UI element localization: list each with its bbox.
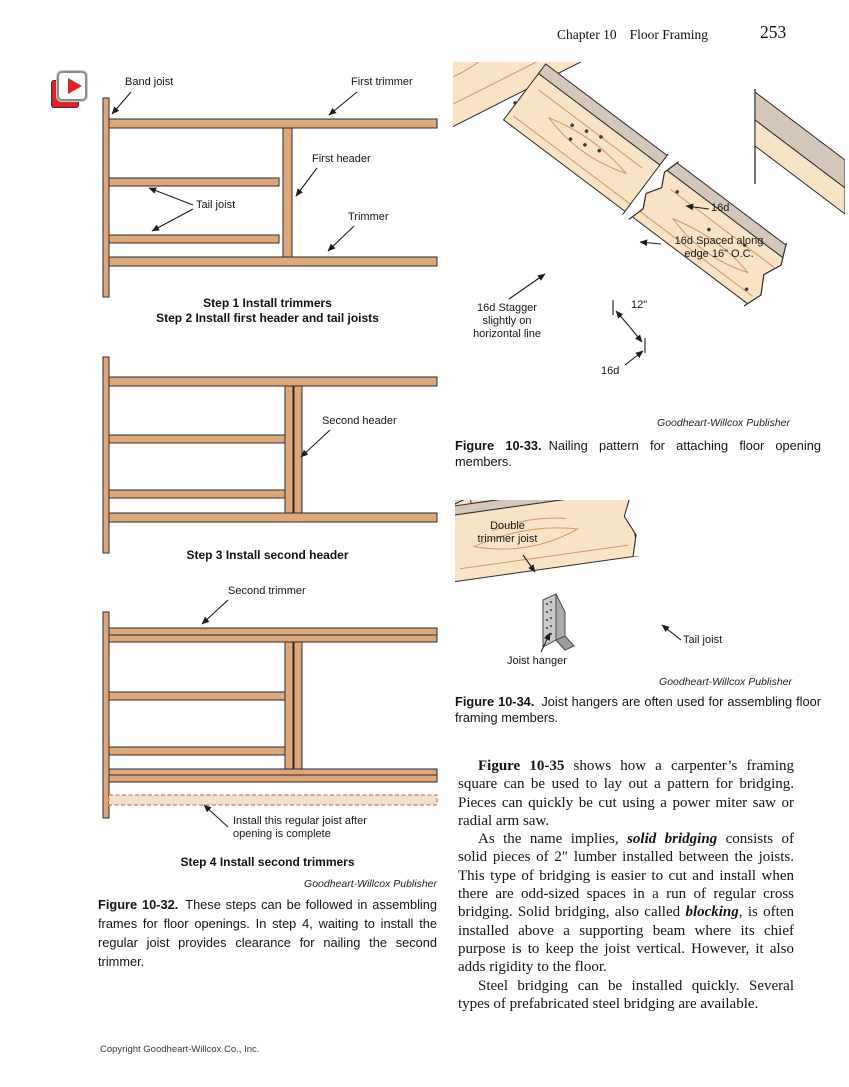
- tail-joist-board: [455, 500, 642, 583]
- body-text-column: Figure 10-35 shows how a carpenter’s fra…: [458, 757, 794, 1013]
- step-1-caption: Step 1 Install trimmers: [203, 296, 332, 310]
- paragraph-steel-bridging: Steel bridging can be installed quickly.…: [458, 977, 794, 1012]
- figure-10-33-label: Figure 10-33.: [455, 438, 542, 453]
- step-2-caption: Step 2 Install first header and tail joi…: [156, 311, 379, 325]
- band-joist-2: [102, 356, 110, 554]
- paragraph-2-pre: As the name implies,: [478, 831, 628, 848]
- figure-10-34-caption-text: Joist hangers are often used for assembl…: [455, 694, 821, 725]
- band-joist-3: [102, 611, 110, 819]
- first-header-2: [284, 385, 294, 515]
- label-band-joist: Band joist: [125, 76, 174, 88]
- label-16d-spaced: 16d Spaced along edge 16" O.C.: [674, 235, 764, 260]
- label-12-inch-dimension: 12": [631, 299, 648, 311]
- play-media-icon[interactable]: [51, 71, 89, 109]
- top-trimmer-2: [108, 376, 438, 387]
- paragraph-1-text: shows how a carpenter’s framing square c…: [458, 758, 794, 829]
- label-trimmer: Trimmer: [348, 211, 389, 223]
- step-3-caption: Step 3 Install second header: [186, 548, 349, 562]
- label-second-header: Second header: [322, 415, 397, 427]
- tail-joist-1: [108, 177, 280, 187]
- tail-joist-3: [108, 434, 286, 444]
- chapter-number: Chapter 10: [557, 27, 617, 42]
- figure-10-34-label: Figure 10-34.: [455, 694, 535, 709]
- figure-10-32-credit: Goodheart-Willcox Publisher: [304, 878, 437, 890]
- first-header: [282, 127, 293, 258]
- second-trimmer-top-a: [108, 627, 438, 636]
- band-joist: [102, 97, 110, 298]
- label-regular-joist-note: Install this regular joist after opening…: [233, 815, 367, 840]
- tail-joist-5: [108, 691, 286, 701]
- label-first-header: First header: [312, 153, 371, 165]
- running-head: Chapter 10 Floor Framing: [557, 27, 708, 43]
- label-16d-stagger: 16d Stagger slightly on horizontal line: [473, 302, 541, 340]
- figure-10-34-art: [455, 500, 682, 653]
- figure-10-35-reference: Figure 10-35: [478, 758, 565, 774]
- label-first-trimmer: First trimmer: [351, 76, 413, 88]
- figure-10-34-credit: Goodheart-Willcox Publisher: [659, 676, 792, 688]
- chapter-title: Floor Framing: [629, 27, 709, 42]
- figure-10-33-art: [453, 62, 845, 366]
- play-triangle-icon: [68, 78, 82, 94]
- copyright-notice: Copyright Goodheart-Willcox Co., Inc.: [100, 1044, 260, 1055]
- bottom-trimmer-2: [108, 512, 438, 523]
- first-trimmer: [108, 118, 438, 129]
- second-header: [293, 385, 303, 515]
- label-tail-joist: Tail joist: [196, 199, 236, 211]
- term-blocking: blocking: [685, 904, 739, 921]
- tail-joist-6: [108, 746, 286, 756]
- paragraph-solid-bridging: As the name implies, solid bridging cons…: [458, 830, 794, 976]
- trimmer: [108, 256, 438, 267]
- second-trimmer-bottom-a: [108, 768, 438, 776]
- figure-10-32-caption: Figure 10-32.These steps can be followed…: [98, 895, 437, 971]
- label-joist-hanger: Joist hanger: [507, 655, 567, 667]
- step-4-caption: Step 4 Install second trimmers: [180, 855, 355, 869]
- tail-joist-4: [108, 489, 286, 499]
- figure-10-33-caption: Figure 10-33.Nailing pattern for attachi…: [455, 438, 821, 469]
- label-16d-bottom: 16d: [601, 365, 620, 377]
- second-trimmer-top-b: [108, 634, 438, 643]
- joist-hanger: [542, 593, 575, 652]
- paragraph-2-mid: consists of solid pieces of 2″ lumber in…: [458, 831, 795, 921]
- label-double-trimmer-joist: Double trimmer joist: [477, 520, 538, 545]
- figure-10-33-credit: Goodheart-Willcox Publisher: [657, 417, 790, 429]
- header-pair-a: [284, 641, 294, 770]
- label-tail-joist-34: Tail joist: [683, 634, 723, 646]
- label-second-trimmer: Second trimmer: [228, 585, 306, 597]
- page-number: 253: [760, 22, 787, 42]
- second-trimmer-bottom-b: [108, 774, 438, 783]
- figure-10-32-art: [102, 91, 438, 828]
- figure-10-34-caption: Figure 10-34.Joist hangers are often use…: [455, 694, 821, 725]
- paragraph-figure-10-35: Figure 10-35 shows how a carpenter’s fra…: [458, 757, 794, 830]
- label-16d-right: 16d: [711, 202, 730, 214]
- term-solid-bridging: solid bridging: [627, 831, 718, 848]
- figure-10-32-label: Figure 10-32.: [98, 897, 179, 912]
- figure-10-34-diagram: Double trimmer joist Tail joist Joist ha…: [455, 500, 845, 692]
- trimmer-board: [502, 63, 811, 322]
- figure-10-33-diagram: 16d 16d Spaced along edge 16" O.C. 16d S…: [453, 62, 845, 434]
- header-pair-b: [293, 641, 303, 770]
- figure-10-33-caption-text: Nailing pattern for attaching floor open…: [455, 438, 821, 469]
- paragraph-2-post: , is often installed above a supporting …: [458, 904, 795, 976]
- regular-joist-ghost: [108, 794, 438, 806]
- play-icon-frame: [57, 71, 87, 101]
- figure-10-32-caption-text: These steps can be followed in assemblin…: [98, 897, 437, 969]
- figure-10-32-diagram: Band joist First trimmer First header Ta…: [95, 70, 440, 892]
- tail-joist-2: [108, 234, 280, 244]
